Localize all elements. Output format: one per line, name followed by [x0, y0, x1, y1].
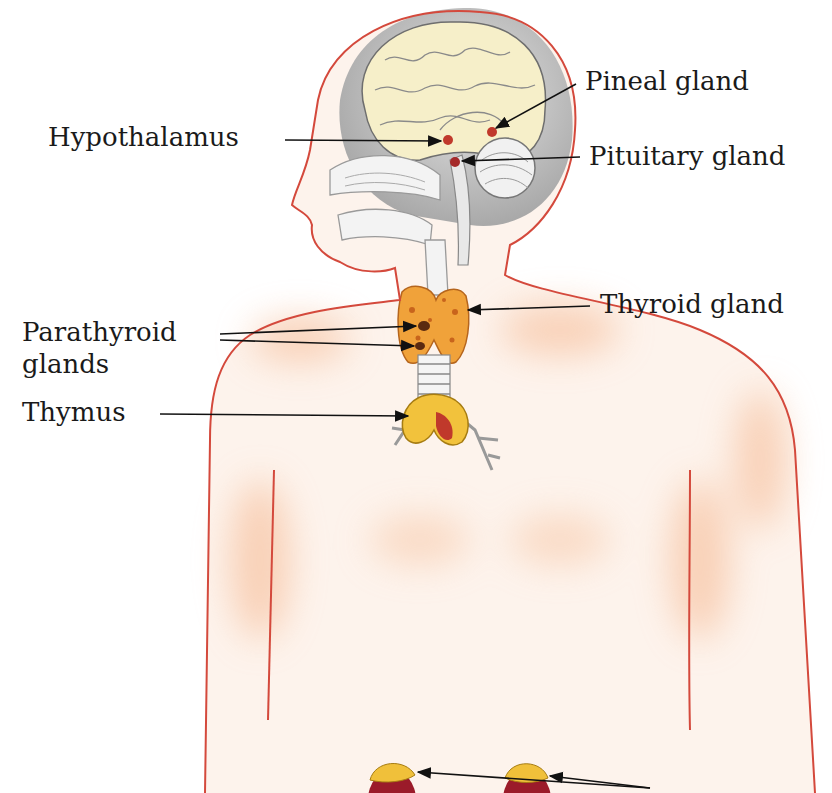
nasal-oral-cavity: [330, 156, 448, 295]
brainstem: [450, 155, 470, 265]
thyroid-texture: [409, 298, 458, 343]
gland-label: Thyroid gland: [598, 289, 786, 320]
leader-lines: [160, 84, 650, 788]
cavity-lines: [345, 173, 425, 190]
thymus-lobe: [436, 412, 453, 440]
thymus: [402, 394, 468, 445]
cerebellum-folds: [480, 153, 532, 188]
pituitary-dot: [450, 157, 460, 167]
gland-label: Pituitary gland: [587, 141, 788, 172]
skin-shading: [230, 305, 785, 640]
pineal-dot: [487, 127, 497, 137]
cerebellum: [475, 138, 535, 198]
trachea-rings: [418, 364, 450, 394]
gland-label: Hypothalamus: [46, 122, 241, 153]
brain-folds: [375, 48, 535, 130]
parathyroid-spots: [415, 321, 430, 350]
brain: [362, 22, 545, 160]
gland-label: Parathyroid glands: [20, 317, 220, 379]
hypothalamus-dot: [443, 135, 453, 145]
adrenal-kidneys: [368, 764, 551, 793]
gland-label: Pineal gland: [583, 66, 751, 97]
thyroid-gland: [398, 286, 469, 363]
gland-label: Thymus: [20, 397, 128, 428]
body-fill: [205, 11, 815, 793]
body-outline: [205, 11, 815, 793]
